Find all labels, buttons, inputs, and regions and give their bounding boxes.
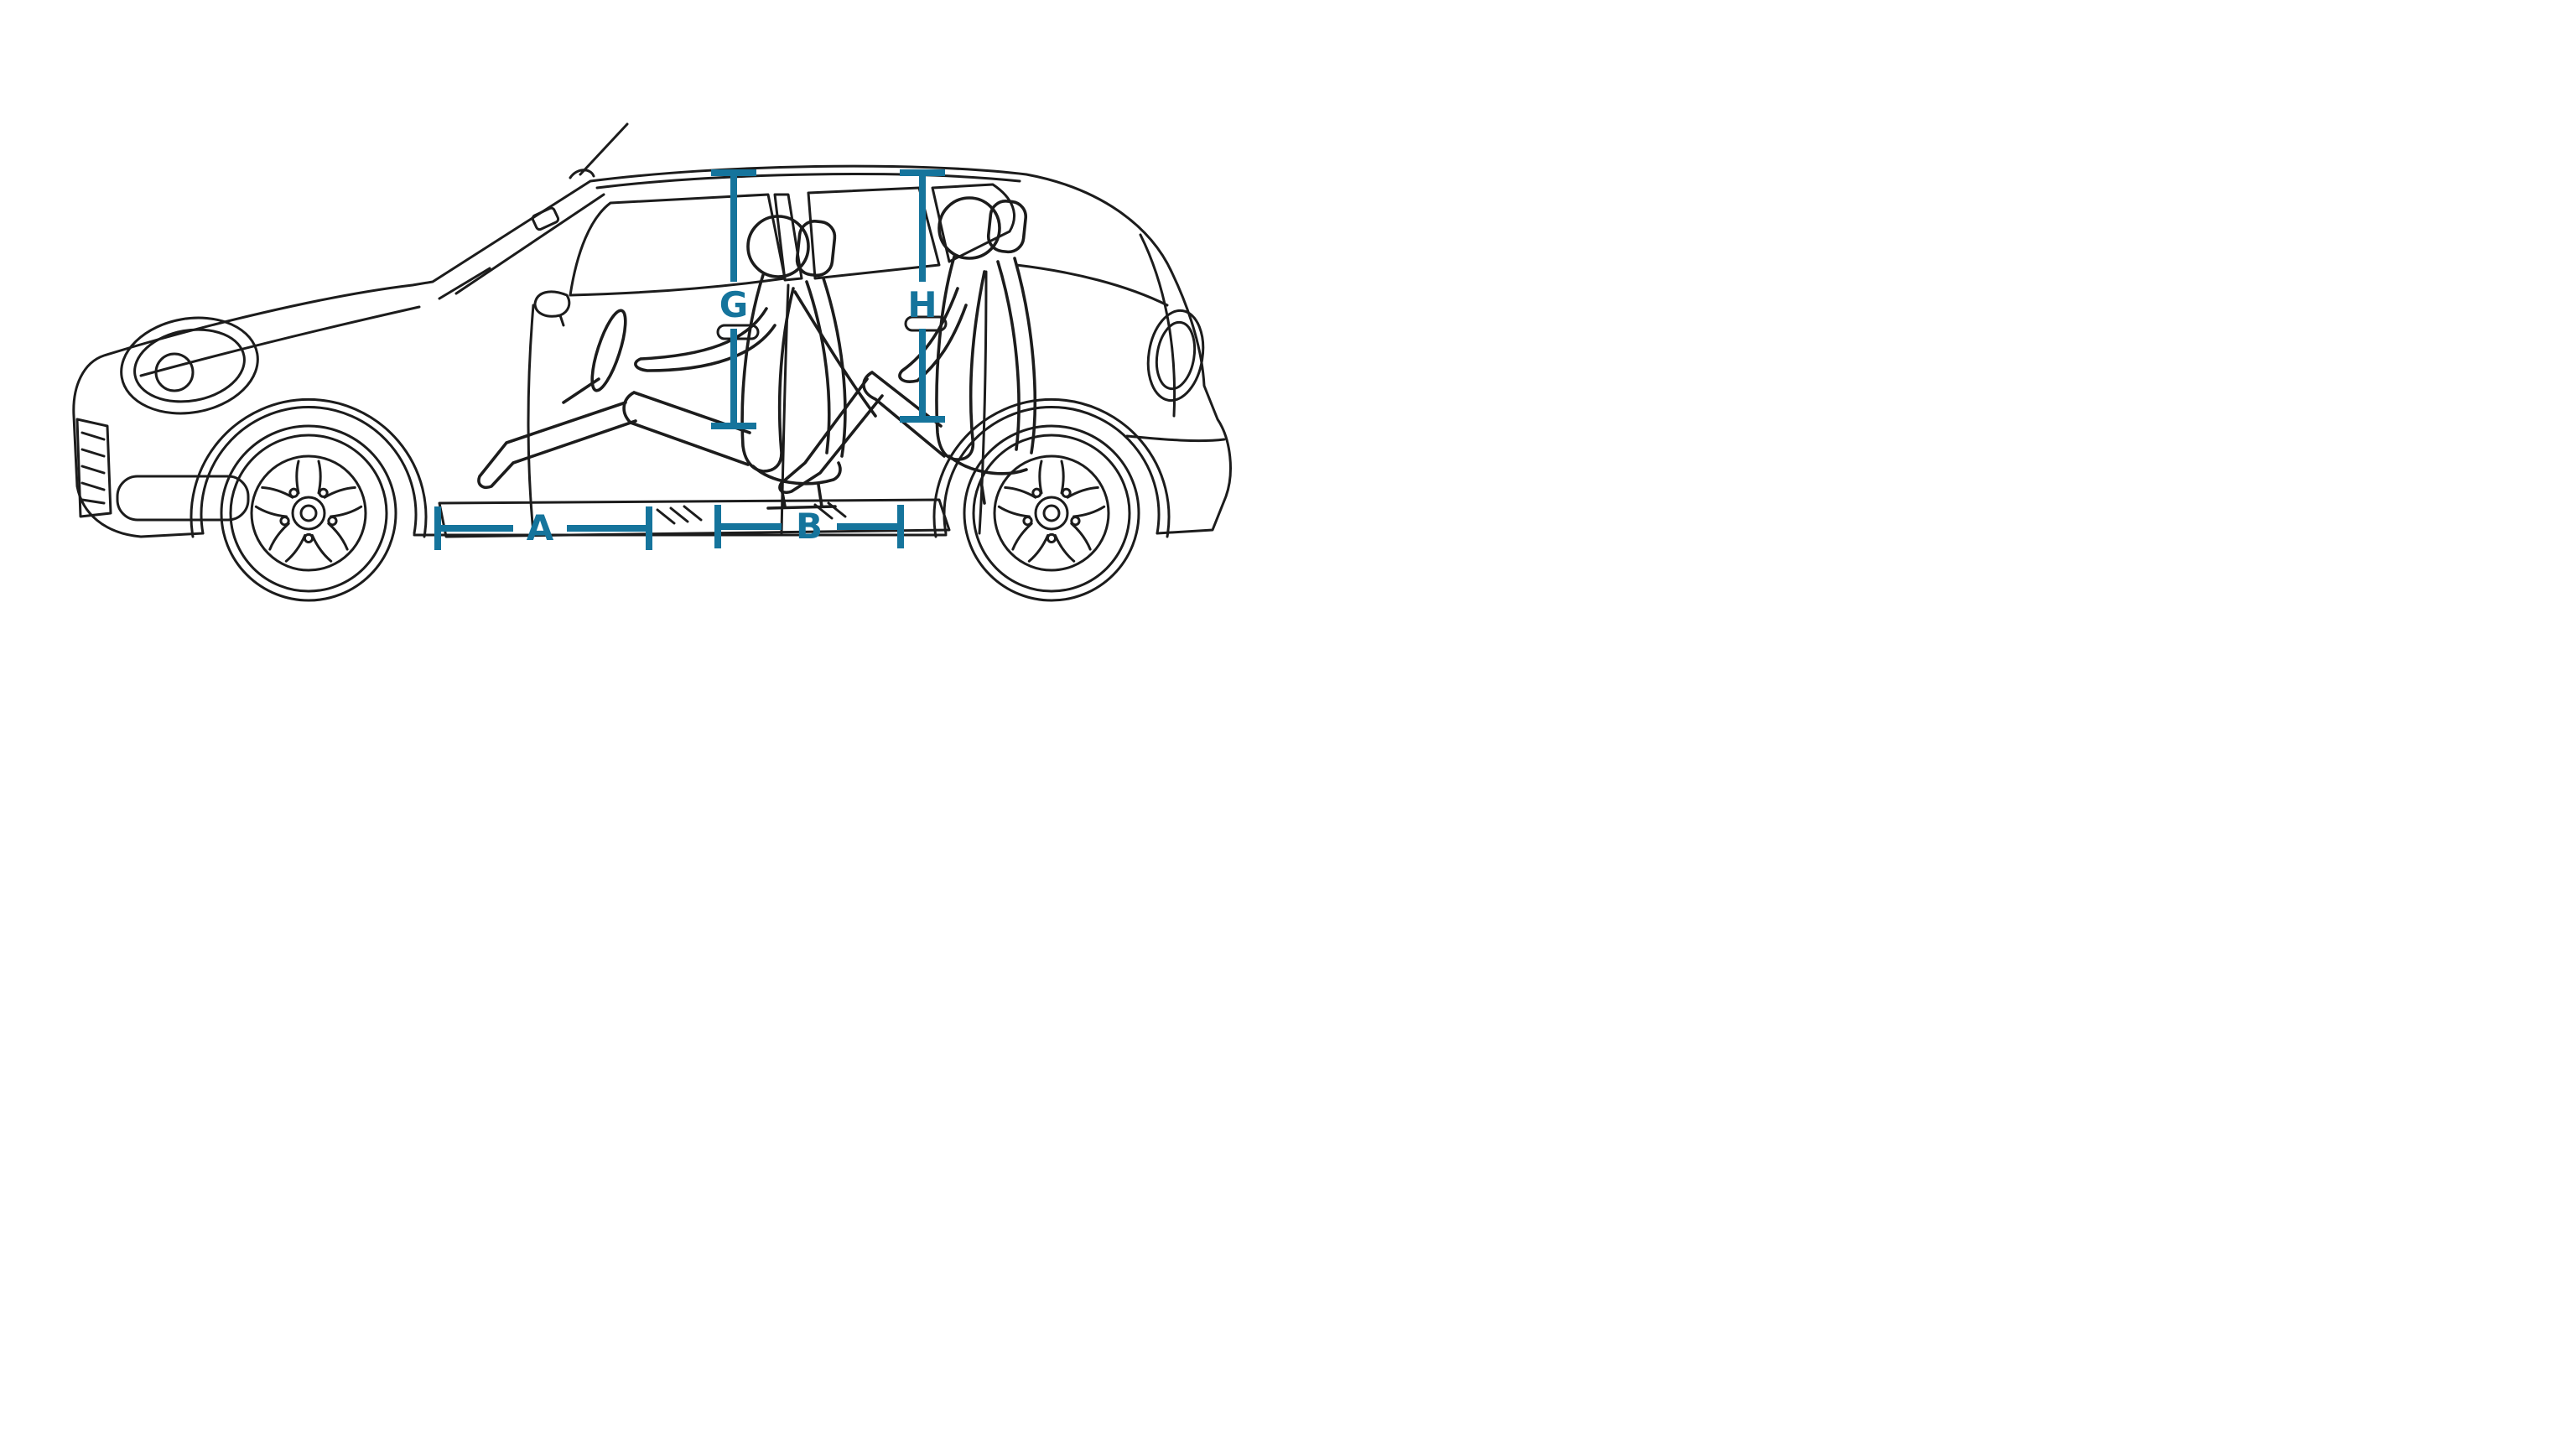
steering-column <box>562 377 600 404</box>
wheel-rim <box>993 454 1110 572</box>
front-headrest <box>795 220 837 278</box>
rear-bumper-seam <box>1125 434 1226 443</box>
sill-outline <box>438 498 951 538</box>
seatbelt-line <box>793 290 877 418</box>
rear-wheel <box>963 424 1140 602</box>
dimension-g: G <box>711 169 756 429</box>
windshield-wiper <box>438 267 491 300</box>
tire-inner <box>229 434 388 593</box>
rear-door-window <box>807 186 941 280</box>
roof-inner-line <box>595 173 1021 190</box>
rearview-mirror <box>531 206 560 231</box>
wheel-hub <box>1034 496 1069 531</box>
side-windows <box>569 183 1015 297</box>
tire-outer <box>220 424 397 602</box>
sill-hatching <box>656 501 847 525</box>
dimension-h: H <box>900 169 945 423</box>
tire-inner <box>972 434 1131 593</box>
windshield-inner-line <box>454 193 605 295</box>
wheel-hub <box>291 496 326 531</box>
front-door-window <box>569 193 787 297</box>
shoulder-line <box>1015 263 1169 307</box>
rear-seat-base <box>979 480 986 505</box>
quarter-window <box>931 183 1015 263</box>
side-mirror <box>533 290 571 327</box>
car-illustration <box>72 122 1232 602</box>
rear-seat <box>948 200 1037 505</box>
hub-cap <box>299 504 318 522</box>
taillight <box>1146 309 1205 402</box>
front-seat-cushion <box>751 461 842 486</box>
front-occupant-arm <box>634 307 776 372</box>
wheel-spoke <box>1038 460 1072 498</box>
front-occupant-torso <box>740 273 795 473</box>
dimension-b-label: B <box>796 506 823 547</box>
front-door-handle <box>716 324 760 340</box>
headlight <box>120 316 259 415</box>
dimension-g-label: G <box>719 284 748 325</box>
dimension-a-line <box>434 506 652 550</box>
rear-occupant-legs <box>778 371 946 495</box>
b-pillar-glass-divider <box>773 193 803 282</box>
rocker-sill <box>438 498 951 538</box>
dimension-b: B <box>714 505 904 548</box>
rear-seat-cushion <box>948 454 1028 475</box>
rear-wheel-arch <box>932 397 1171 538</box>
dimension-b-line <box>714 505 904 548</box>
front-intake <box>116 475 250 522</box>
rear-hatch-seam <box>1139 233 1176 418</box>
hub-cap <box>1042 504 1061 522</box>
dimension-g-line <box>711 169 756 429</box>
antenna <box>569 122 629 179</box>
grille-hatching <box>80 431 106 505</box>
dimension-markers: G H A B <box>434 169 945 550</box>
dimension-h-label: H <box>907 284 937 325</box>
front-occupant-legs <box>477 391 751 490</box>
body-outline <box>72 164 1232 538</box>
rear-occupant-head <box>937 196 1001 260</box>
front-wheel <box>220 424 397 602</box>
front-seat-base <box>766 483 837 510</box>
wheel-rim <box>250 454 367 572</box>
dimension-a-label: A <box>527 507 554 548</box>
dimension-h-line <box>900 169 945 423</box>
wheel-spoke <box>295 460 329 498</box>
front-wheel-arch <box>190 397 428 538</box>
front-occupant-figure <box>477 215 810 490</box>
rear-headrest <box>986 200 1028 254</box>
rear-seatback <box>996 257 1037 454</box>
rear-door-seam <box>978 270 988 535</box>
cabin-interior <box>477 196 1037 510</box>
steering-wheel <box>562 309 627 404</box>
front-occupant-head <box>746 215 810 278</box>
dimension-a: A <box>434 506 652 550</box>
tire-outer <box>963 424 1140 602</box>
grille <box>75 418 112 518</box>
front-seatback <box>805 277 847 458</box>
grille-outline <box>75 418 112 518</box>
front-door-seam <box>527 304 535 535</box>
hood-seam <box>139 305 421 377</box>
rear-occupant-torso <box>935 255 986 461</box>
